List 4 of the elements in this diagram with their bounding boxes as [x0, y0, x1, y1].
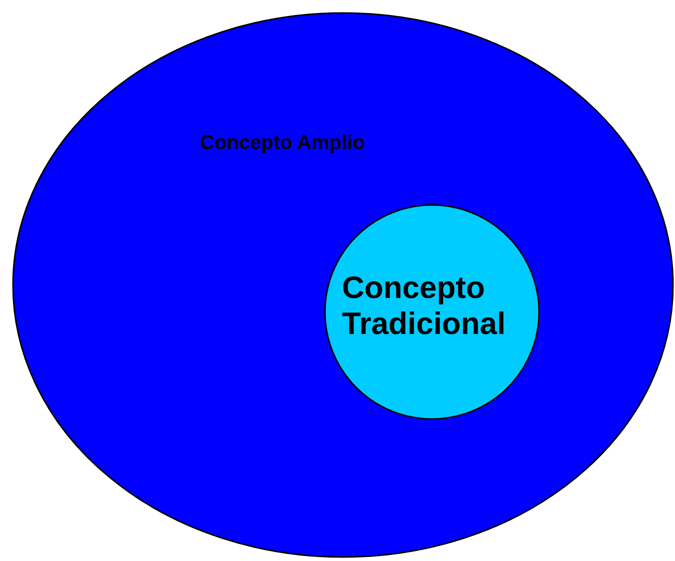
circle-region: [324, 204, 540, 420]
ellipse-region: [12, 12, 674, 558]
region-label: Concepto Amplio: [200, 132, 366, 155]
region-label: Concepto Tradicional: [342, 270, 507, 342]
